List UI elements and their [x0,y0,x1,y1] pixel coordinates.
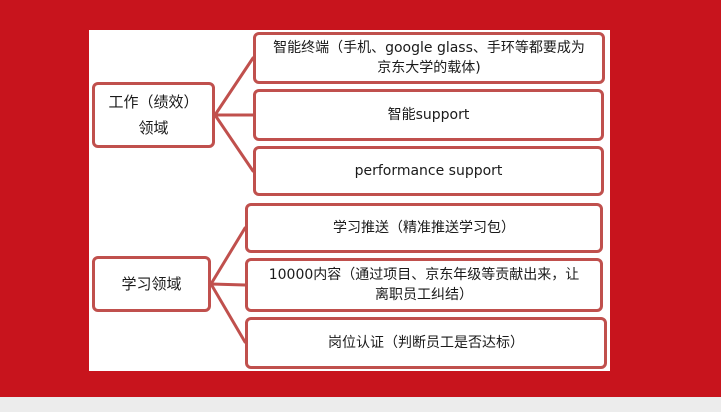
learning-domain-node: 学习领域 [92,256,211,312]
smart-support-node: 智能support [253,89,604,141]
work-performance-domain-line-2: 领域 [138,119,169,137]
position-certification-text: 岗位认证（判断员工是否达标） [328,335,524,351]
learning-push-node: 学习推送（精准推送学习包） [245,203,603,253]
content-10000-text: 10000内容（通过项目、京东年级等贡献出来，让 离职员工纠结） [268,267,580,303]
position-certification-node: 岗位认证（判断员工是否达标） [245,317,607,369]
performance-support-text: performance support [354,163,503,179]
smart-terminal-node: 智能终端（手机、google glass、手环等都要成为 京东大学的载体) [253,32,605,84]
bottom-strip [0,397,721,412]
content-10000-node: 10000内容（通过项目、京东年级等贡献出来，让 离职员工纠结） [245,258,603,312]
work-performance-domain-line-1: 工作（绩效） [108,93,199,111]
smart-terminal-text: 智能终端（手机、google glass、手环等都要成为 京东大学的载体) [273,40,585,76]
smart-support-text: 智能support [387,107,470,123]
work-performance-domain-node: 工作（绩效） 领域 [92,82,215,148]
performance-support-node: performance support [253,146,604,196]
learning-domain-label: 学习领域 [121,275,182,293]
learning-push-text: 学习推送（精准推送学习包） [333,220,515,236]
